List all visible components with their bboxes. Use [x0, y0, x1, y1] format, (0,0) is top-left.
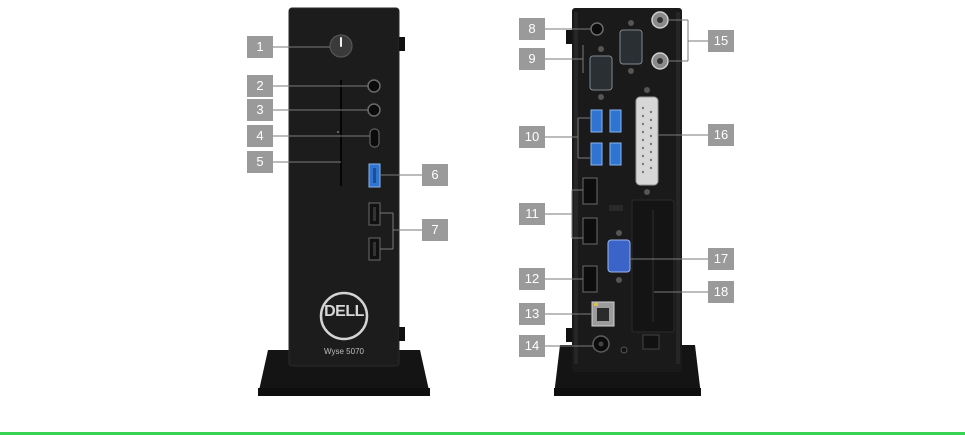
callout-6: 6 [422, 164, 448, 186]
callout-2: 2 [247, 75, 273, 97]
bottom-accent-line [0, 432, 965, 435]
vga-port [607, 239, 631, 273]
callout-4: 4 [247, 125, 273, 147]
callout-13: 13 [519, 303, 545, 325]
callout-7: 7 [422, 219, 448, 241]
callout-18: 18 [708, 281, 734, 303]
back-view [554, 8, 701, 396]
callout-11: 11 [519, 203, 545, 225]
callout-17: 17 [708, 248, 734, 270]
callout-14: 14 [519, 335, 545, 357]
serial-port-a [589, 55, 613, 91]
parallel-port [635, 96, 659, 186]
displayport-c [582, 265, 598, 293]
usb-c-port [369, 128, 380, 148]
callout-3: 3 [247, 99, 273, 121]
card-slot [340, 80, 342, 186]
callout-5: 5 [247, 151, 273, 173]
callout-1: 1 [247, 36, 273, 58]
callout-10: 10 [519, 126, 545, 148]
callout-12: 12 [519, 268, 545, 290]
displayport-a [582, 177, 598, 205]
model-label: Wyse 5070 [324, 347, 364, 356]
dell-logo [319, 291, 369, 341]
mic-jack [367, 103, 381, 117]
front-chassis [289, 8, 399, 366]
callout-8: 8 [519, 18, 545, 40]
dell-logo-text: DELL [324, 303, 364, 320]
callout-16: 16 [708, 124, 734, 146]
back-audio-jack [590, 22, 604, 36]
leader-lines [273, 19, 708, 347]
front-view [258, 7, 430, 396]
usb3-back-ports [590, 109, 622, 166]
headset-jack [367, 79, 381, 93]
callout-9: 9 [519, 48, 545, 70]
callout-15: 15 [708, 30, 734, 52]
serial-port-b [619, 29, 643, 65]
displayport-b [582, 217, 598, 245]
